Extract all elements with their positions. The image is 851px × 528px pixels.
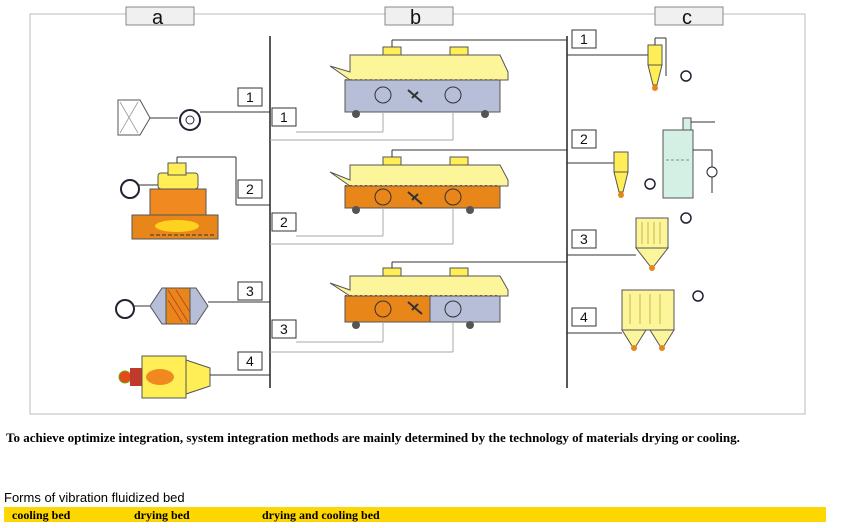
- column-tab-a: a: [125, 6, 195, 29]
- a1-filter-fan: [117, 99, 270, 136]
- column-tab-c-label: c: [682, 7, 692, 29]
- b1-cooling-bed: [270, 39, 567, 141]
- a3-num: 3: [246, 283, 254, 299]
- process-diagram: a b c 1 2: [29, 6, 806, 415]
- forms-title: Forms of vibration fluidized bed: [4, 490, 185, 505]
- a4-burner: [118, 355, 270, 399]
- column-tab-b: b: [384, 6, 454, 29]
- form-item-drying-cooling: drying and cooling bed: [262, 508, 380, 522]
- c4-large-bag-filter: [567, 289, 704, 351]
- c3-bag-filter: [567, 212, 692, 271]
- b-in-2-num: 2: [280, 214, 288, 230]
- caption-text: To achieve optimize integration, system …: [6, 430, 740, 445]
- c2-cyclone-scrubber: [567, 117, 718, 199]
- c4-num: 4: [580, 309, 588, 325]
- b-in-3-num: 3: [280, 321, 288, 337]
- form-item-cooling: cooling bed: [12, 508, 71, 522]
- b3-drying-cooling-bed: [270, 261, 567, 353]
- a2-num: 2: [246, 181, 254, 197]
- forms-bar: cooling bed drying bed drying and coolin…: [4, 507, 826, 522]
- b-in-1-num: 1: [280, 109, 288, 125]
- column-tab-b-label: b: [410, 7, 421, 29]
- b2-drying-bed: [270, 149, 567, 245]
- column-tab-c: c: [654, 6, 724, 29]
- a4-num: 4: [246, 353, 254, 369]
- a2-furnace: [120, 156, 270, 240]
- form-item-drying: drying bed: [134, 508, 190, 522]
- c1-cyclone: [567, 37, 692, 91]
- a1-num: 1: [246, 89, 254, 105]
- a3-heat-exchanger: [115, 287, 270, 325]
- c2-num: 2: [580, 131, 588, 147]
- c1-num: 1: [580, 31, 588, 47]
- column-tab-a-label: a: [152, 7, 164, 29]
- c3-num: 3: [580, 231, 588, 247]
